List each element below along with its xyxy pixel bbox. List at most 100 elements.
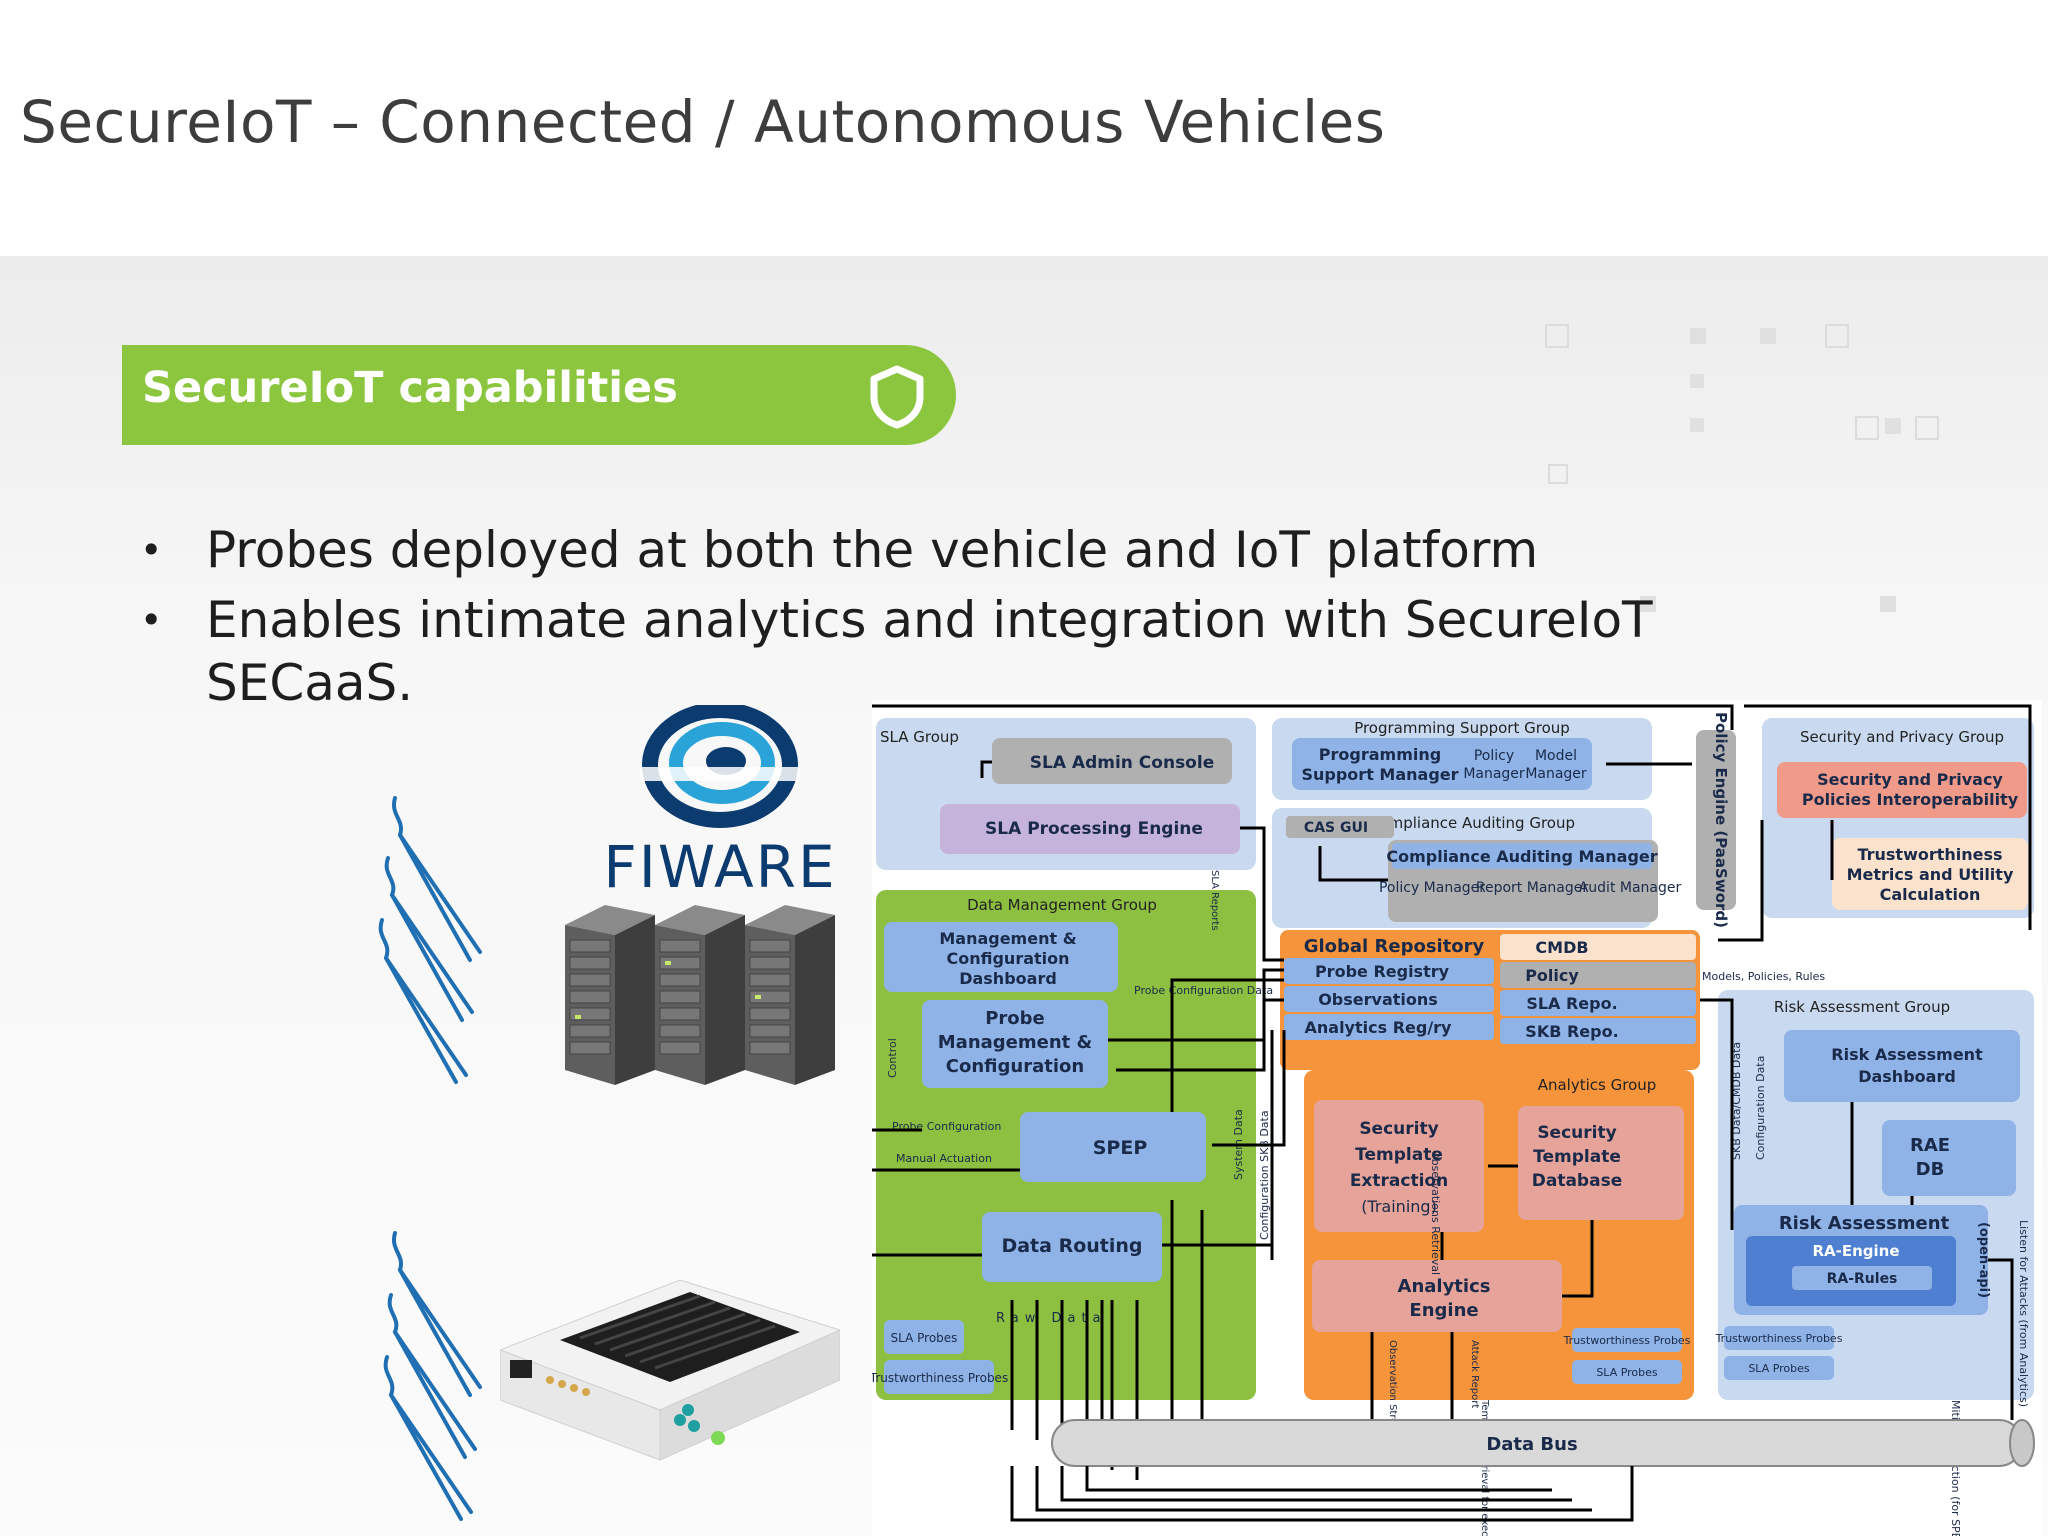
svg-text:Policy Manager: Policy Manager [1379, 880, 1485, 896]
svg-text:Observations Retrieval: Observations Retrieval [1429, 1150, 1442, 1275]
svg-text:Management &: Management & [938, 1032, 1092, 1053]
svg-text:Engine: Engine [1409, 1300, 1478, 1321]
bullet-text: Enables intimate analytics and integrati… [206, 591, 1653, 649]
svg-text:Trustworthiness Probes: Trustworthiness Probes [872, 1371, 1008, 1385]
policy-engine-box [1696, 730, 1736, 910]
svg-text:Programming: Programming [1319, 745, 1441, 764]
capabilities-banner: SecureIoT capabilities [122, 345, 956, 445]
slide-title: SecureIoT – Connected / Autonomous Vehic… [20, 88, 1386, 156]
bullet-item: Probes deployed at both the vehicle and … [140, 515, 1806, 585]
decorative-square [1548, 464, 1568, 484]
svg-text:Configuration Data: Configuration Data [1754, 1056, 1767, 1160]
sla-group-label: SLA Group [880, 728, 959, 746]
svg-text:CAS GUI: CAS GUI [1304, 820, 1368, 836]
svg-text:Database: Database [1532, 1171, 1622, 1191]
sla-probes-box [884, 1320, 964, 1354]
svg-text:Report Manager: Report Manager [1476, 880, 1588, 896]
compliance-group-label: Compliance Auditing Group [1369, 814, 1575, 832]
svg-text:Template: Template [1355, 1145, 1443, 1165]
svg-text:Data Routing: Data Routing [1001, 1235, 1142, 1257]
svg-text:SKB Repo.: SKB Repo. [1525, 1022, 1618, 1041]
svg-text:Policies Interoperability: Policies Interoperability [1802, 790, 2019, 809]
svg-text:Control: Control [886, 1038, 899, 1078]
spep-box [1020, 1112, 1206, 1182]
risk-assessment-dashboard-box [1784, 1030, 2020, 1102]
risk-group-label: Risk Assessment Group [1774, 998, 1950, 1016]
decorative-square [1690, 328, 1706, 344]
svg-text:Security and Privacy: Security and Privacy [1817, 770, 2003, 789]
svg-text:Configuration: Configuration [946, 949, 1069, 968]
trustworthiness-probes-box [884, 1360, 994, 1394]
svg-text:Management &: Management & [939, 929, 1076, 948]
svg-text:Trustworthiness: Trustworthiness [1857, 845, 2002, 864]
trustworthiness-metrics-box [1832, 838, 2028, 910]
svg-text:Analytics: Analytics [1398, 1276, 1491, 1297]
svg-text:CMDB: CMDB [1535, 938, 1588, 957]
svg-text:Calculation: Calculation [1880, 885, 1981, 904]
svg-text:Compliance Auditing Manager: Compliance Auditing Manager [1386, 847, 1657, 866]
security-template-extraction-box [1314, 1100, 1484, 1232]
decorative-square [1885, 418, 1901, 434]
decorative-square [1855, 416, 1879, 440]
server-rack-image [565, 905, 835, 1085]
fiware-text: FIWARE [603, 833, 836, 901]
decorative-square [1690, 374, 1704, 388]
bullet-list: Probes deployed at both the vehicle and … [140, 515, 1806, 711]
programming-support-manager-box [1292, 738, 1592, 790]
rae-db-box [1882, 1120, 2016, 1196]
cas-gui-box [1286, 816, 1394, 838]
svg-text:Security: Security [1359, 1119, 1438, 1139]
decorative-square [1915, 416, 1939, 440]
svg-text:Risk Assessment: Risk Assessment [1831, 1045, 1983, 1064]
analytics-group-label: Analytics Group [1538, 1076, 1657, 1094]
bullet-item: Enables intimate analytics and integrati… [140, 585, 1806, 711]
probe-management-box [922, 1000, 1108, 1088]
svg-text:Manager: Manager [1525, 766, 1587, 782]
svg-text:DB: DB [1916, 1159, 1945, 1180]
svg-text:RAE: RAE [1910, 1135, 1950, 1156]
vehicle-gateway-device-image [500, 1279, 840, 1461]
svg-text:Probe Configuration Data: Probe Configuration Data [1134, 984, 1273, 997]
svg-text:SLA Probes: SLA Probes [1748, 1362, 1810, 1375]
svg-text:SLA Repo.: SLA Repo. [1526, 994, 1617, 1013]
svg-text:Policy: Policy [1525, 966, 1579, 985]
svg-text:RA-Rules: RA-Rules [1827, 1271, 1898, 1287]
fiware-logo: FIWARE [603, 705, 836, 901]
svg-text:Manual Actuation: Manual Actuation [896, 1152, 992, 1165]
svg-text:Policy: Policy [1474, 748, 1514, 764]
svg-text:SLA Probes: SLA Probes [891, 1331, 958, 1345]
svg-text:Raw Data: Raw Data [996, 1311, 1107, 1326]
bullet-text-continued: SECaaS. [206, 654, 414, 712]
security-template-database-box [1518, 1106, 1684, 1220]
data-routing-box [982, 1212, 1162, 1282]
svg-text:Extraction: Extraction [1350, 1171, 1448, 1191]
svg-text:Attack Report: Attack Report [1469, 1340, 1480, 1408]
svg-text:Probe Registry: Probe Registry [1315, 962, 1450, 981]
svg-text:Models, Policies, Rules: Models, Policies, Rules [1702, 970, 1825, 983]
antenna-signal-icon [378, 796, 482, 1084]
svg-text:Template: Template [1533, 1147, 1621, 1167]
sla-processing-engine-label: SLA Processing Engine [985, 819, 1203, 839]
decorative-square [1690, 418, 1704, 432]
bullet-text: Probes deployed at both the vehicle and … [206, 521, 1539, 579]
svg-text:Observations: Observations [1318, 990, 1438, 1009]
svg-text:Analytics Reg/ry: Analytics Reg/ry [1305, 1018, 1453, 1037]
svg-text:Manager: Manager [1463, 766, 1525, 782]
sla-admin-console-box [992, 738, 1232, 784]
svg-text:Configuration SKB Data: Configuration SKB Data [1258, 1110, 1271, 1240]
svg-text:Listen for Attacks (from Analy: Listen for Attacks (from Analytics) [2017, 1220, 2030, 1407]
svg-text:Model: Model [1535, 748, 1577, 764]
svg-text:Support Manager: Support Manager [1301, 765, 1458, 784]
svg-text:Metrics and Utility: Metrics and Utility [1847, 865, 2014, 884]
svg-text:Observation Streams: Observation Streams [1387, 1340, 1398, 1445]
decorative-square [1760, 328, 1776, 344]
svg-text:SLA Reports: SLA Reports [1209, 870, 1220, 931]
programming-group-label: Programming Support Group [1354, 719, 1570, 737]
slide-header: SecureIoT – Connected / Autonomous Vehic… [0, 0, 2048, 256]
svg-text:Security: Security [1537, 1123, 1616, 1143]
sla-admin-console-label: SLA Admin Console [1030, 753, 1214, 773]
svg-text:Configuration: Configuration [946, 1056, 1084, 1077]
analytics-engine-box [1312, 1260, 1562, 1332]
svg-text:Trustworthiness Probes: Trustworthiness Probes [1715, 1332, 1843, 1345]
data-management-group-label: Data Management Group [967, 896, 1157, 914]
